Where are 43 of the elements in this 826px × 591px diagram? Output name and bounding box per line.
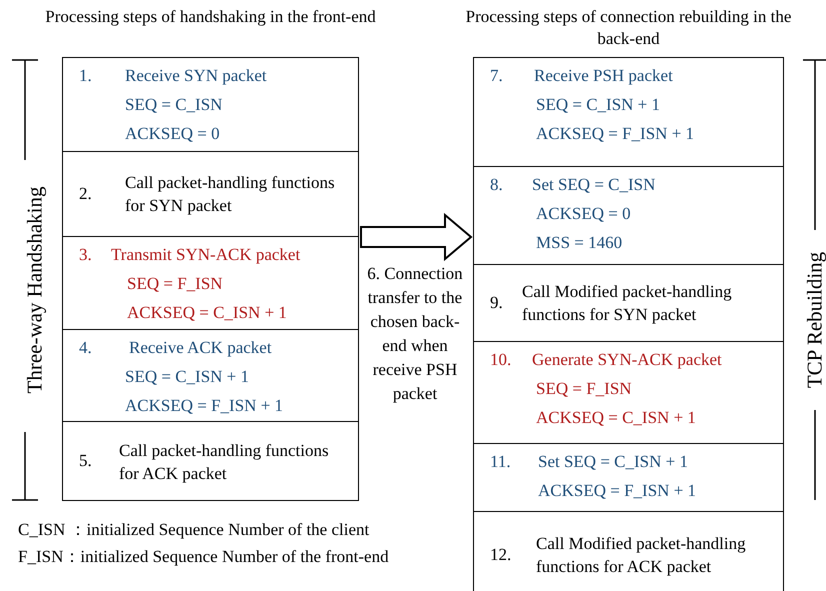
step-description: Call Modified packet-handling functions for SYN packet [522, 281, 733, 326]
step-number: 7. [490, 66, 503, 86]
step-title: Set SEQ = C_ISN [532, 174, 656, 196]
field-value: ACKSEQ = F_ISN + 1 [536, 123, 694, 145]
step-number: 5. [79, 451, 92, 471]
field-value: SEQ = F_ISN [536, 378, 632, 400]
step-number: 2. [79, 184, 92, 204]
field-value: SEQ = F_ISN [127, 273, 223, 295]
step-description: Call Modified packet-handling functions for ACK packet [536, 533, 747, 578]
step-description: Call packet-handling functions for SYN packet [125, 172, 336, 217]
field-value: SEQ = C_ISN + 1 [125, 366, 250, 388]
step-number: 3. [79, 245, 92, 265]
column-heading: Processing steps of handshaking in the front-end [44, 6, 377, 28]
edge-label: 6. Connection transfer to the chosen back-end when receive PSH packet [366, 263, 464, 405]
step-number: 4. [79, 338, 92, 358]
step-title: Receive SYN packet [125, 65, 267, 87]
step-number: 1. [79, 66, 92, 86]
step-title: Generate SYN-ACK packet [532, 349, 722, 371]
field-value: ACKSEQ = C_ISN + 1 [536, 407, 696, 429]
field-value: ACKSEQ = C_ISN + 1 [127, 302, 287, 324]
field-value: ACKSEQ = 0 [125, 123, 220, 145]
field-value: SEQ = C_ISN [125, 94, 222, 116]
field-value: MSS = 1460 [536, 232, 622, 254]
footnote: C_ISN ：initialized Sequence Number of the client [18, 519, 370, 541]
step-title: Receive PSH packet [534, 65, 673, 87]
step-title: Receive ACK packet [129, 337, 272, 359]
block-arrow [360, 212, 473, 262]
step-description: Call packet-handling functions for ACK packet [119, 440, 330, 484]
step-title: Set SEQ = C_ISN + 1 [538, 451, 688, 473]
side-label: Three-way Handshaking [22, 186, 48, 394]
field-value: ACKSEQ = F_ISN + 1 [538, 480, 696, 502]
side-label: TCP Rebuilding [802, 252, 826, 388]
field-value: SEQ = C_ISN + 1 [536, 94, 660, 116]
field-value: ACKSEQ = F_ISN + 1 [125, 395, 284, 417]
step-number: 9. [490, 292, 503, 312]
step-number: 8. [490, 175, 503, 195]
step-title: Transmit SYN-ACK packet [111, 244, 300, 266]
step-number: 11. [490, 452, 511, 472]
footnote: F_ISN：initialized Sequence Number of the front-end [18, 546, 389, 568]
step-number: 12. [490, 544, 512, 564]
field-value: ACKSEQ = 0 [536, 203, 631, 225]
step-number: 10. [490, 350, 512, 370]
column-heading: Processing steps of connection rebuilding in the back-end [464, 6, 792, 50]
